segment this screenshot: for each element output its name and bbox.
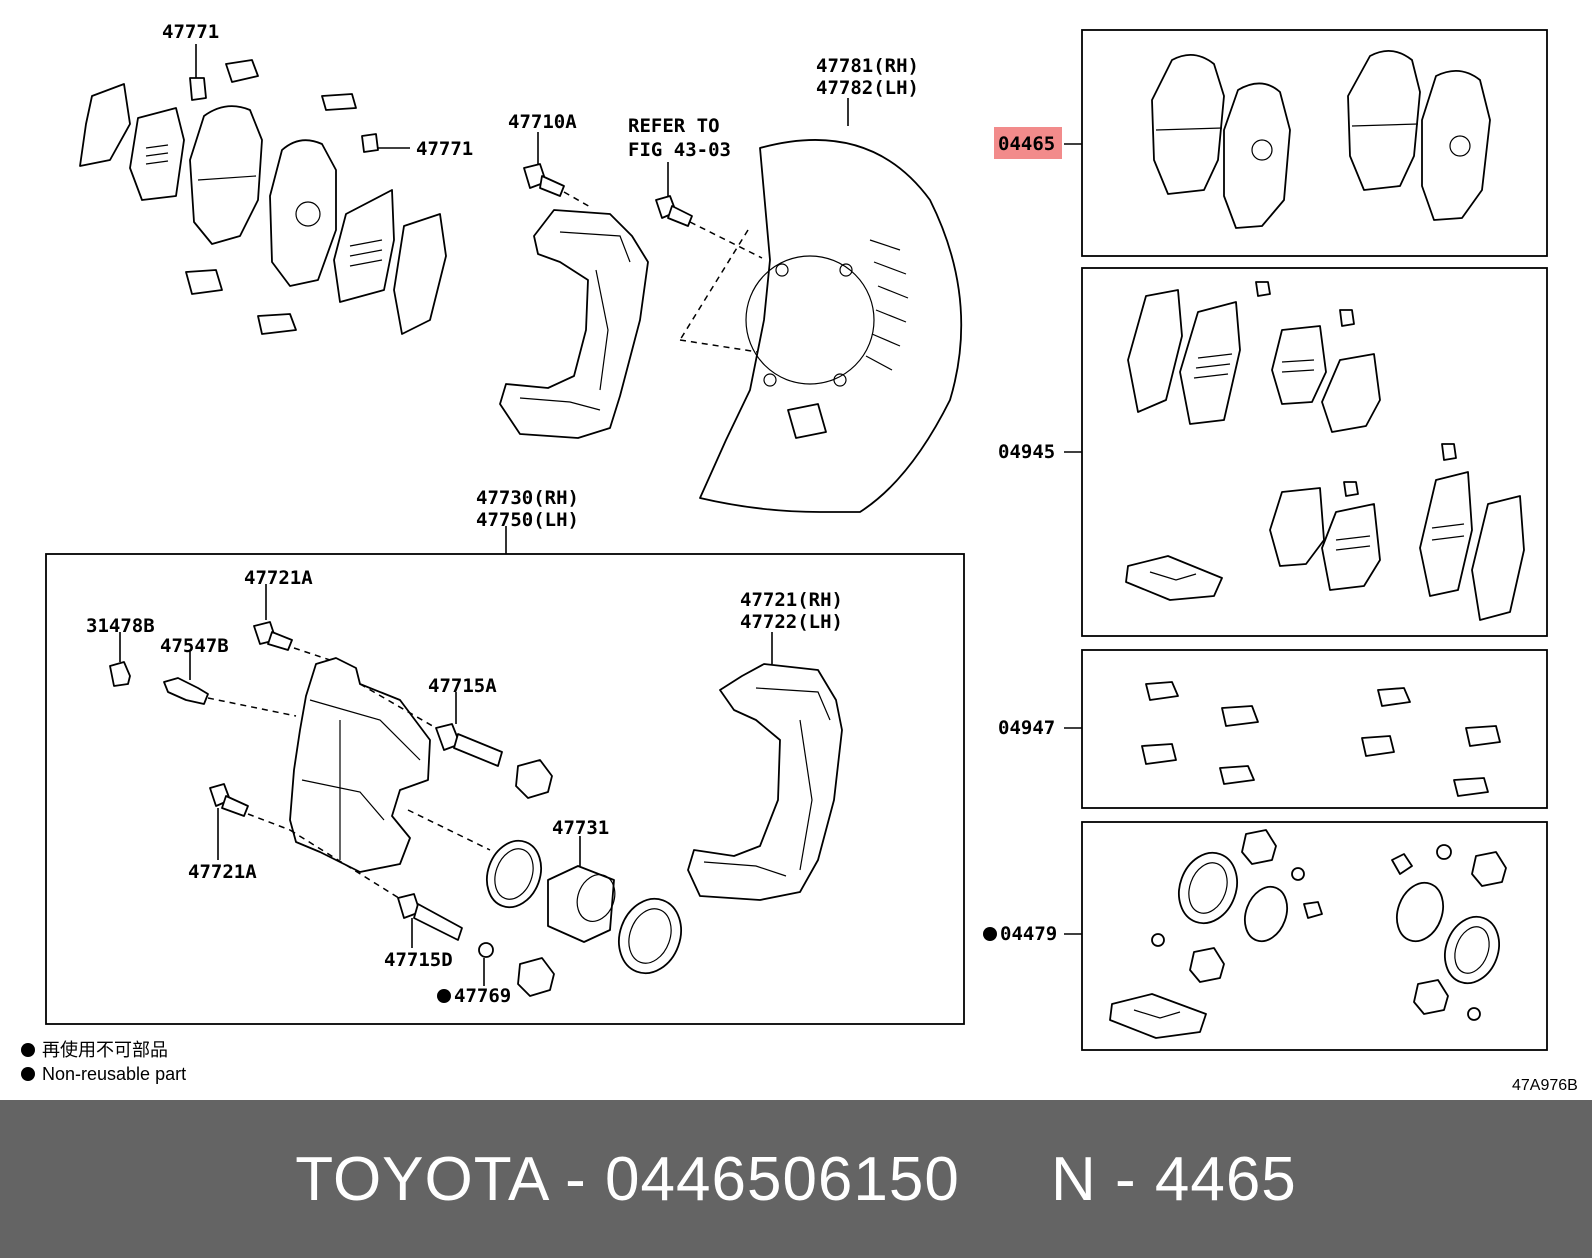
bush-47769: [478, 942, 494, 958]
label-47782-lh: 47782(LH): [816, 77, 919, 99]
label-47715A: 47715A: [428, 675, 497, 697]
bolt-47721A-top: [253, 621, 293, 651]
label-04947: 04947: [998, 717, 1055, 739]
label-47721-rh: 47721(RH): [740, 589, 843, 611]
boot-top: [515, 759, 553, 799]
figure-code: 47A976B: [1512, 1077, 1578, 1094]
label-04465: 04465: [998, 133, 1055, 155]
cylinder-boot: [618, 897, 682, 975]
label-47722-lh: 47722(LH): [740, 611, 843, 633]
bullet-04479: [983, 927, 997, 941]
kit-box-04947: [1081, 649, 1548, 809]
caliper-mounting-bracket: [499, 209, 649, 439]
piston-seal: [486, 839, 542, 909]
seal-set-04479: [1109, 829, 1507, 1039]
label-47750-lh: 47750(LH): [476, 509, 579, 531]
kit-box-04479: [1081, 821, 1548, 1051]
brake-pad-cluster: [79, 59, 447, 335]
label-47715D: 47715D: [384, 949, 453, 971]
pad-set-04465: [1151, 50, 1491, 229]
label-47547B: 47547B: [160, 635, 229, 657]
caliper-assembly-box: [45, 553, 965, 1025]
label-47731: 47731: [552, 817, 609, 839]
caliper-support-47721: [687, 663, 843, 901]
label-47721A-top: 47721A: [244, 567, 313, 589]
piston-47731: [547, 865, 616, 943]
boot-bottom: [517, 957, 555, 997]
highlight-04465: [994, 127, 1062, 159]
label-47781-rh: 47781(RH): [816, 55, 919, 77]
bolt-47721A-bottom: [209, 783, 249, 817]
bullet-47769: [437, 989, 451, 1003]
label-04945: 04945: [998, 441, 1055, 463]
bolt-47715A: [435, 723, 503, 767]
footer-bar: TOYOTA - 0446506150 N - 4465: [0, 1100, 1592, 1258]
legend-japanese: 再使用不可部品: [42, 1040, 168, 1060]
bleeder-cap-31478B: [109, 661, 131, 687]
bolt-47710A: [523, 163, 565, 197]
disc-brake-dust-shield: [699, 139, 963, 513]
label-47771-top: 47771: [162, 21, 219, 43]
label-refer-to: REFER TO: [628, 115, 720, 137]
legend-english: Non-reusable part: [42, 1064, 186, 1084]
label-47710A: 47710A: [508, 111, 577, 133]
parts-diagram: 47771 47771 47710A REFER TO FIG 43-03 47…: [21, 21, 1578, 1094]
label-47721A-bottom: 47721A: [188, 861, 257, 883]
clip-set-04947: [1141, 681, 1501, 797]
caliper-body: [289, 657, 431, 873]
bolt-47715D: [397, 893, 463, 941]
label-47771-right: 47771: [416, 138, 473, 160]
bleeder-plug-47547B: [163, 677, 209, 705]
kit-box-04465: [1081, 29, 1548, 257]
label-47730-rh: 47730(RH): [476, 487, 579, 509]
legend-bullet-english: [21, 1067, 35, 1081]
label-47769: 47769: [454, 985, 511, 1007]
footer-part-number: TOYOTA - 0446506150 N - 4465: [295, 1144, 1297, 1214]
legend-bullet-japanese: [21, 1043, 35, 1057]
shim-set-04945: [1125, 281, 1525, 621]
label-31478B: 31478B: [86, 615, 155, 637]
bolt-refer-fig: [655, 195, 693, 227]
label-refer-fig: FIG 43-03: [628, 139, 731, 161]
label-04479: 04479: [1000, 923, 1057, 945]
